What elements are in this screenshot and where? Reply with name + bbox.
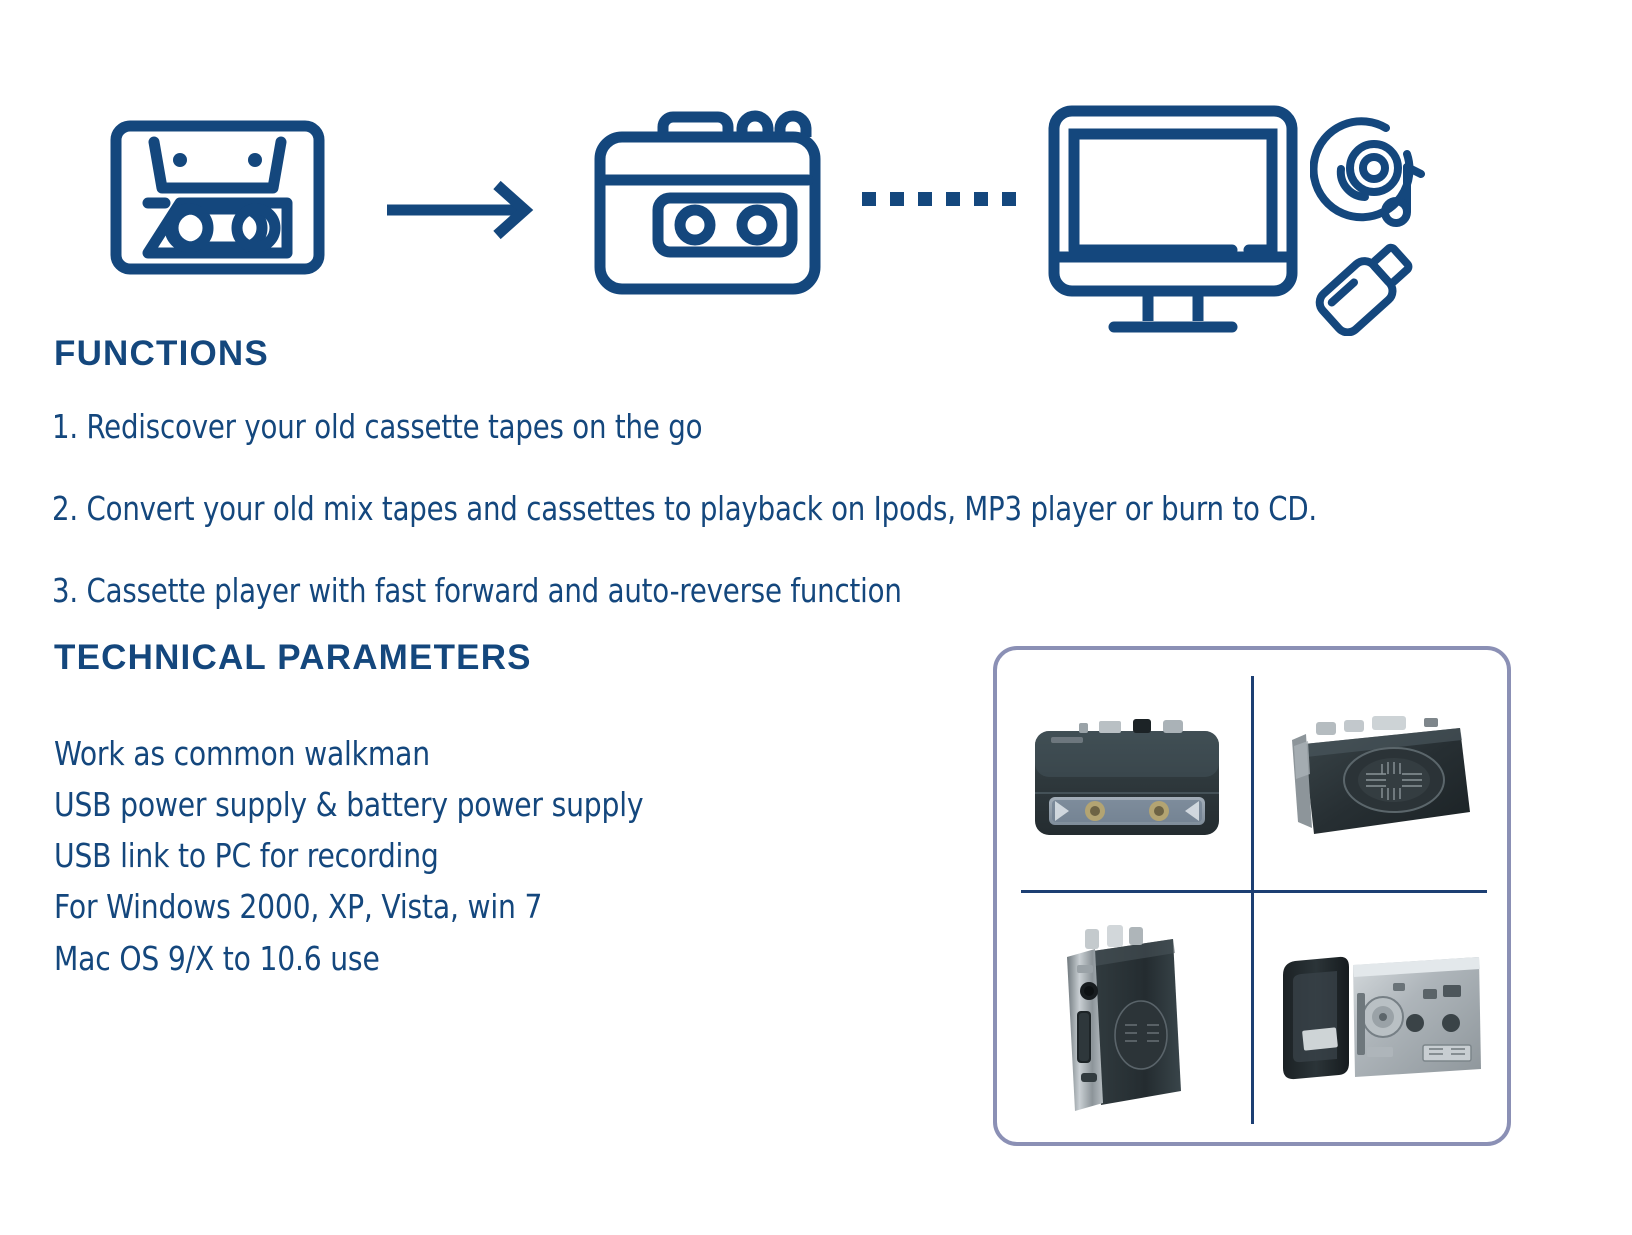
product-photo-open bbox=[1259, 900, 1499, 1130]
computer-monitor-icon bbox=[1048, 105, 1298, 345]
technical-specs-list: Work as common walkman USB power supply … bbox=[54, 728, 954, 984]
technical-parameters-heading: TECHNICAL PARAMETERS bbox=[54, 638, 532, 677]
usb-flash-drive-icon bbox=[1312, 236, 1424, 341]
spec-line: USB link to PC for recording bbox=[54, 836, 439, 876]
arrow-right-icon bbox=[385, 180, 535, 245]
function-item: 1. Rediscover your old cassette tapes on… bbox=[52, 407, 703, 446]
spec-line: For Windows 2000, XP, Vista, win 7 bbox=[54, 887, 543, 927]
connector-dot bbox=[946, 192, 960, 206]
cd-music-note-icon bbox=[1309, 115, 1425, 238]
dotted-connector-icon bbox=[862, 192, 1016, 206]
gallery-vertical-divider bbox=[1251, 676, 1254, 1124]
function-item: 2. Convert your old mix tapes and casset… bbox=[52, 488, 1318, 528]
product-photo-front bbox=[1007, 668, 1247, 884]
product-photo-gallery bbox=[993, 646, 1511, 1146]
walkman-cassette-player-icon bbox=[590, 95, 825, 305]
spec-line: USB power supply & battery power supply bbox=[54, 785, 644, 825]
connector-dot bbox=[890, 192, 904, 206]
cassette-tape-icon bbox=[110, 120, 325, 280]
icon-strip bbox=[0, 40, 1632, 337]
product-photo-angled bbox=[1259, 668, 1499, 884]
product-photo-side bbox=[1007, 900, 1247, 1130]
connector-dot bbox=[1002, 192, 1016, 206]
gallery-horizontal-divider bbox=[1021, 890, 1487, 893]
functions-list: 1. Rediscover your old cassette tapes on… bbox=[52, 407, 1572, 654]
connector-dot bbox=[974, 192, 988, 206]
spec-line: Mac OS 9/X to 10.6 use bbox=[54, 938, 380, 978]
spec-line: Work as common walkman bbox=[54, 734, 430, 773]
functions-heading: FUNCTIONS bbox=[54, 334, 269, 373]
function-item: 3. Cassette player with fast forward and… bbox=[52, 570, 902, 610]
connector-dot bbox=[918, 192, 932, 206]
connector-dot bbox=[862, 192, 876, 206]
